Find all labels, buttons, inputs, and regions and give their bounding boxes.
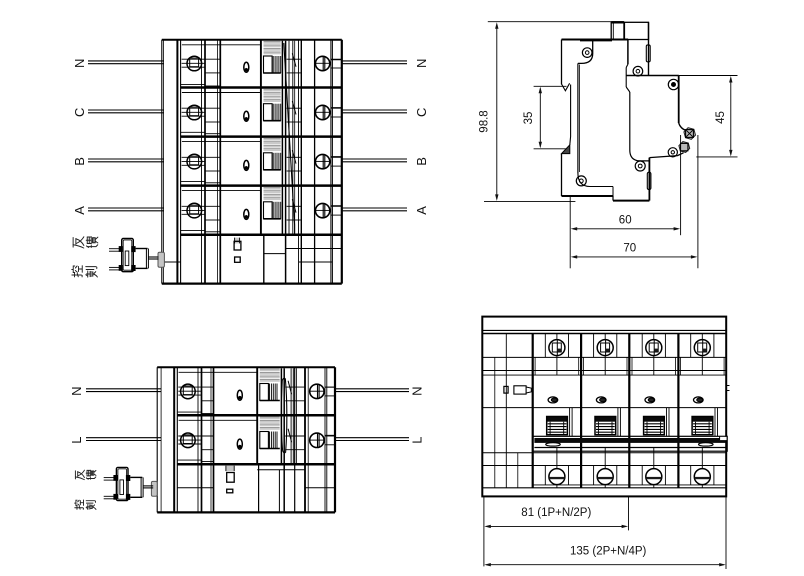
svg-text:N: N bbox=[72, 59, 87, 68]
svg-text:98.8: 98.8 bbox=[479, 110, 491, 132]
svg-text:35: 35 bbox=[523, 112, 535, 125]
svg-text:N: N bbox=[410, 387, 425, 396]
svg-text:L: L bbox=[410, 436, 425, 443]
svg-text:70: 70 bbox=[623, 242, 636, 254]
svg-text:60: 60 bbox=[619, 214, 632, 226]
svg-text:B: B bbox=[414, 157, 429, 166]
svg-text:C: C bbox=[414, 108, 429, 117]
svg-text:45: 45 bbox=[715, 111, 727, 124]
svg-text:N: N bbox=[69, 387, 84, 396]
svg-text:81 (1P+N/2P): 81 (1P+N/2P) bbox=[521, 507, 591, 519]
svg-text:L: L bbox=[69, 436, 84, 443]
svg-text:N: N bbox=[414, 59, 429, 68]
svg-text:135 (2P+N/4P): 135 (2P+N/4P) bbox=[570, 546, 647, 558]
svg-text:A: A bbox=[414, 206, 429, 215]
svg-text:A: A bbox=[72, 206, 87, 215]
svg-text:B: B bbox=[72, 157, 87, 166]
svg-text:C: C bbox=[72, 108, 87, 117]
